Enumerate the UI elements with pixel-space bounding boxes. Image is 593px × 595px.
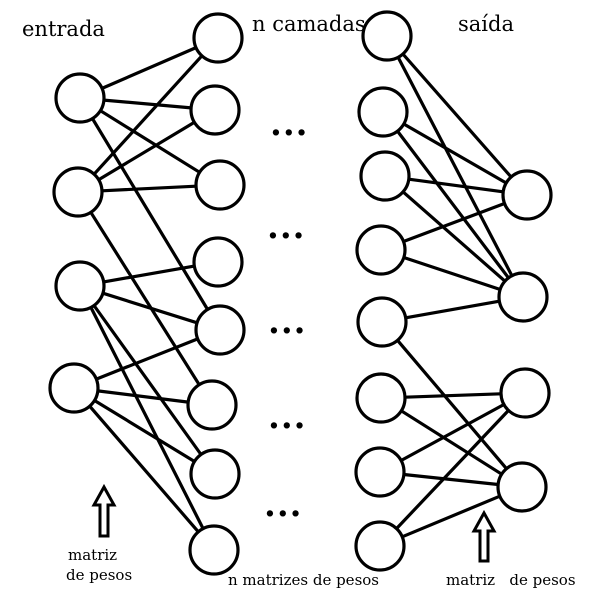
input-node-1 bbox=[54, 72, 106, 124]
input-label: entrada bbox=[22, 17, 105, 41]
hidden-right-node-1 bbox=[361, 10, 413, 62]
ellipsis-1: ... bbox=[270, 104, 309, 144]
edge-in-1-hl-3 bbox=[98, 109, 202, 174]
ellipsis-4: ... bbox=[268, 397, 307, 437]
edge-in-4-hl-6 bbox=[96, 389, 190, 404]
weights-right-label: matriz de pesos bbox=[446, 571, 576, 589]
hidden-left-node-3 bbox=[194, 159, 246, 211]
edge-hr-1-out-1 bbox=[401, 52, 513, 179]
hidden-left-node-5 bbox=[194, 304, 246, 356]
edge-in-1-hl-2 bbox=[102, 98, 193, 110]
hidden-right-node-3 bbox=[359, 150, 411, 202]
edge-hr-3-out-2 bbox=[401, 190, 507, 283]
edge-in-2-hl-1 bbox=[92, 54, 204, 176]
edge-hr-6-out-3 bbox=[403, 392, 503, 399]
nodes-layer bbox=[48, 10, 553, 576]
arrow-up-icon bbox=[471, 509, 497, 563]
edge-in-4-hl-8 bbox=[88, 404, 200, 534]
edge-in-4-hl-7 bbox=[92, 398, 197, 464]
hidden-right-node-7 bbox=[354, 446, 406, 498]
weights-center-label: n matrizes de pesos bbox=[228, 571, 379, 589]
input-node-3 bbox=[54, 260, 106, 312]
input-node-2 bbox=[52, 166, 104, 218]
edge-in-2-hl-2 bbox=[96, 120, 196, 182]
hidden-left-node-6 bbox=[186, 379, 238, 431]
edge-hr-8-out-4 bbox=[400, 494, 502, 539]
hidden-left-node-2 bbox=[189, 84, 241, 136]
edge-hr-8-out-3 bbox=[394, 408, 511, 531]
edge-hr-5-out-4 bbox=[395, 338, 509, 471]
edge-hr-5-out-2 bbox=[404, 299, 501, 320]
ellipsis-2: ... bbox=[267, 207, 306, 247]
arrow-up-icon bbox=[91, 483, 117, 538]
edge-hr-2-out-1 bbox=[402, 122, 508, 185]
weights-left-label-line1: matriz bbox=[68, 546, 117, 564]
edge-hr-1-out-2 bbox=[396, 55, 514, 278]
hidden-left-node-4 bbox=[192, 236, 244, 288]
layers-label: n camadas bbox=[252, 12, 366, 36]
ellipsis-3: ... bbox=[268, 302, 307, 342]
edge-hr-3-out-1 bbox=[407, 177, 505, 194]
edge-hr-7-out-4 bbox=[402, 472, 500, 487]
edges-layer bbox=[88, 45, 514, 539]
input-node-4 bbox=[48, 362, 100, 414]
output-node-2 bbox=[497, 271, 549, 323]
edge-in-3-hl-7 bbox=[92, 303, 203, 457]
hidden-left-node-7 bbox=[189, 448, 241, 500]
edge-in-1-hl-1 bbox=[100, 45, 198, 91]
weights-left-label-line2: de pesos bbox=[66, 566, 132, 584]
hidden-right-node-5 bbox=[356, 296, 408, 348]
edge-in-3-hl-4 bbox=[101, 264, 196, 284]
ellipsis-5: ... bbox=[264, 485, 303, 525]
edge-in-4-hl-5 bbox=[94, 337, 200, 381]
hidden-left-node-8 bbox=[188, 524, 240, 576]
output-node-3 bbox=[499, 367, 551, 419]
hidden-right-node-2 bbox=[357, 86, 409, 138]
edge-in-3-hl-8 bbox=[89, 305, 205, 531]
edge-hr-7-out-3 bbox=[399, 402, 506, 463]
edge-hr-4-out-1 bbox=[401, 201, 507, 244]
edge-hr-4-out-2 bbox=[402, 255, 502, 292]
edge-hr-6-out-4 bbox=[399, 409, 504, 476]
output-label: saída bbox=[458, 12, 514, 36]
output-node-4 bbox=[496, 461, 548, 513]
edge-in-1-hl-5 bbox=[90, 116, 210, 312]
hidden-right-node-8 bbox=[354, 520, 406, 572]
edge-hr-2-out-2 bbox=[395, 129, 511, 280]
hidden-right-node-6 bbox=[355, 372, 407, 424]
hidden-right-node-4 bbox=[355, 224, 407, 276]
edge-in-3-hl-5 bbox=[101, 291, 199, 325]
hidden-left-node-1 bbox=[192, 12, 244, 64]
edge-in-2-hl-6 bbox=[89, 210, 201, 387]
edge-in-2-hl-3 bbox=[100, 184, 198, 193]
output-node-1 bbox=[501, 169, 553, 221]
